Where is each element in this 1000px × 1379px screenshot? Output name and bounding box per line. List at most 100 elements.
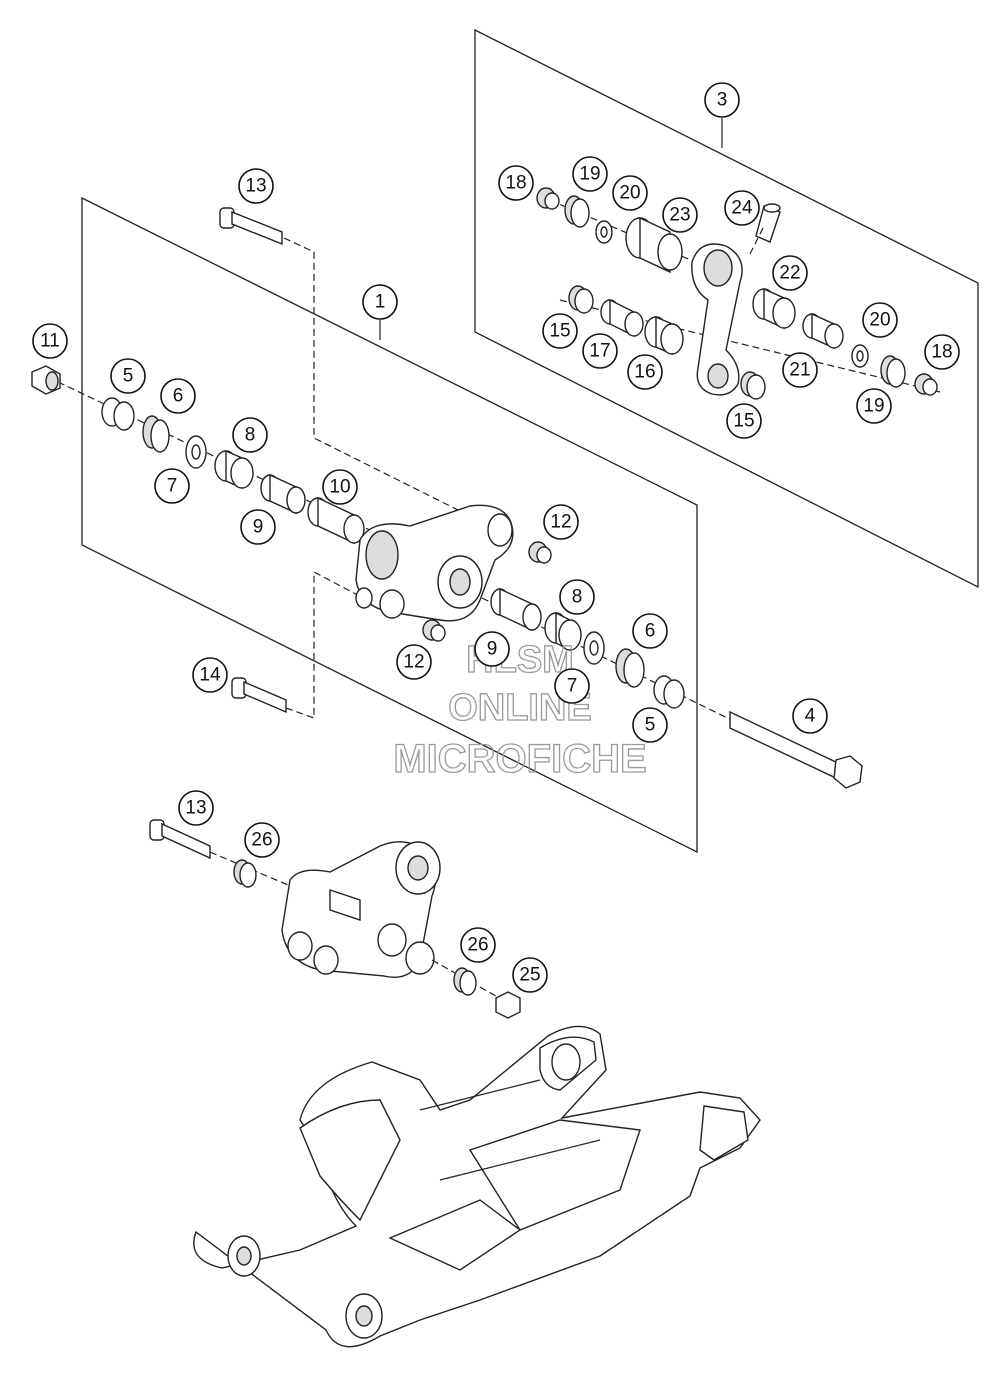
callout-24[interactable]: 24 <box>724 190 760 226</box>
bearing-5-right[interactable] <box>653 675 685 709</box>
callout-15-left[interactable]: 15 <box>542 313 578 349</box>
callout-8-right[interactable]: 8 <box>559 579 595 615</box>
bolt-13-upper[interactable] <box>219 207 283 246</box>
callout-5-left[interactable]: 5 <box>110 358 146 394</box>
washer-20-upper[interactable] <box>595 220 613 244</box>
pull-rod[interactable] <box>691 243 743 396</box>
callout-25[interactable]: 25 <box>512 957 548 993</box>
callout-13-lower[interactable]: 13 <box>178 790 214 826</box>
cap-18-upper[interactable] <box>536 187 560 210</box>
bearing-5-left[interactable] <box>101 397 135 431</box>
cap-12-upper[interactable] <box>528 541 552 564</box>
svg-text:21: 21 <box>789 360 810 381</box>
svg-text:18: 18 <box>505 173 526 194</box>
svg-text:13: 13 <box>185 798 206 819</box>
callout-18-right[interactable]: 18 <box>924 334 960 370</box>
seal-15-upper[interactable] <box>568 285 594 314</box>
svg-text:1: 1 <box>375 292 386 313</box>
callout-19-right[interactable]: 19 <box>856 388 892 424</box>
svg-text:15: 15 <box>733 411 754 432</box>
seal-26-upper[interactable] <box>233 859 257 888</box>
bushing-16[interactable] <box>644 315 684 356</box>
seal-26-lower[interactable] <box>453 967 477 996</box>
callout-9-left[interactable]: 9 <box>240 509 276 545</box>
callout-10[interactable]: 10 <box>322 469 358 505</box>
swingarm[interactable] <box>193 1025 761 1348</box>
seal-ring-6-right[interactable] <box>615 648 645 688</box>
callout-11[interactable]: 11 <box>32 323 68 359</box>
callout-14[interactable]: 14 <box>192 657 228 693</box>
assembled-linkage[interactable] <box>281 841 441 978</box>
seal-19-lower[interactable] <box>880 355 906 388</box>
sleeve-21[interactable] <box>802 312 844 350</box>
svg-text:4: 4 <box>805 706 816 727</box>
svg-text:5: 5 <box>123 366 134 387</box>
bolt-4[interactable] <box>729 710 863 789</box>
cap-12-lower[interactable] <box>422 619 446 642</box>
washer-20-lower[interactable] <box>851 344 869 368</box>
callout-18-left[interactable]: 18 <box>498 165 534 201</box>
bushing-8-right[interactable] <box>544 611 582 652</box>
svg-text:8: 8 <box>572 587 583 608</box>
callout-3[interactable]: 3 <box>704 82 740 118</box>
washer-7-left[interactable] <box>185 435 207 469</box>
svg-text:9: 9 <box>253 517 264 538</box>
callout-6-right[interactable]: 6 <box>632 613 668 649</box>
callout-20-right[interactable]: 20 <box>862 302 898 338</box>
sleeve-17[interactable] <box>600 298 644 338</box>
callout-6-left[interactable]: 6 <box>160 378 196 414</box>
callout-1[interactable]: 1 <box>362 284 398 320</box>
bolt-13-lower[interactable] <box>149 819 211 860</box>
svg-text:19: 19 <box>863 396 884 417</box>
callout-21[interactable]: 21 <box>782 352 818 388</box>
callout-17[interactable]: 17 <box>582 333 618 369</box>
callout-26-upper[interactable]: 26 <box>244 822 280 858</box>
callout-16[interactable]: 16 <box>627 354 663 390</box>
pullrod-axle-lower <box>559 299 941 393</box>
callout-5-right[interactable]: 5 <box>632 707 668 743</box>
callout-26-lower[interactable]: 26 <box>460 927 496 963</box>
seal-ring-6-left[interactable] <box>142 415 170 453</box>
callout-15-right[interactable]: 15 <box>726 403 762 439</box>
svg-text:14: 14 <box>199 665 221 686</box>
callout-20-left[interactable]: 20 <box>612 175 648 211</box>
seal-19-upper[interactable] <box>564 195 590 228</box>
svg-text:26: 26 <box>467 935 488 956</box>
bushing-8-left[interactable] <box>214 449 254 490</box>
bushing-23[interactable] <box>625 216 683 274</box>
callout-12-upper[interactable]: 12 <box>543 504 579 540</box>
bushing-22[interactable] <box>752 287 796 330</box>
svg-text:15: 15 <box>549 321 570 342</box>
callout-4[interactable]: 4 <box>792 698 828 734</box>
linkage-lever[interactable] <box>355 504 514 622</box>
svg-text:16: 16 <box>634 362 655 383</box>
callout-7-left[interactable]: 7 <box>154 468 190 504</box>
svg-text:19: 19 <box>579 164 600 185</box>
washer-7-right[interactable] <box>583 631 605 665</box>
seal-15-lower[interactable] <box>740 371 766 400</box>
svg-text:12: 12 <box>550 512 571 533</box>
callout-7-right[interactable]: 7 <box>554 668 590 704</box>
callout-13-upper[interactable]: 13 <box>238 168 274 204</box>
svg-text:7: 7 <box>167 476 178 497</box>
sleeve-9-right[interactable] <box>490 587 542 632</box>
callout-8-left[interactable]: 8 <box>232 417 268 453</box>
sleeve-9-left[interactable] <box>260 473 306 515</box>
callout-19-left[interactable]: 19 <box>572 156 608 192</box>
nut-25[interactable] <box>495 991 521 1019</box>
lock-nut-11[interactable] <box>31 365 61 395</box>
svg-text:22: 22 <box>779 263 800 284</box>
bolt-14[interactable] <box>231 677 287 714</box>
svg-text:24: 24 <box>731 198 753 219</box>
svg-text:26: 26 <box>251 830 272 851</box>
callout-22[interactable]: 22 <box>772 255 808 291</box>
grease-nipple-24[interactable] <box>755 203 781 243</box>
callout-23[interactable]: 23 <box>662 197 698 233</box>
callout-12-lower[interactable]: 12 <box>396 644 432 680</box>
svg-text:12: 12 <box>403 652 424 673</box>
sleeve-10[interactable] <box>307 496 365 545</box>
callout-9-right[interactable]: 9 <box>474 631 510 667</box>
svg-text:6: 6 <box>645 621 656 642</box>
cap-18-lower[interactable] <box>914 373 938 396</box>
pull-rod-kit-frame <box>474 28 979 589</box>
